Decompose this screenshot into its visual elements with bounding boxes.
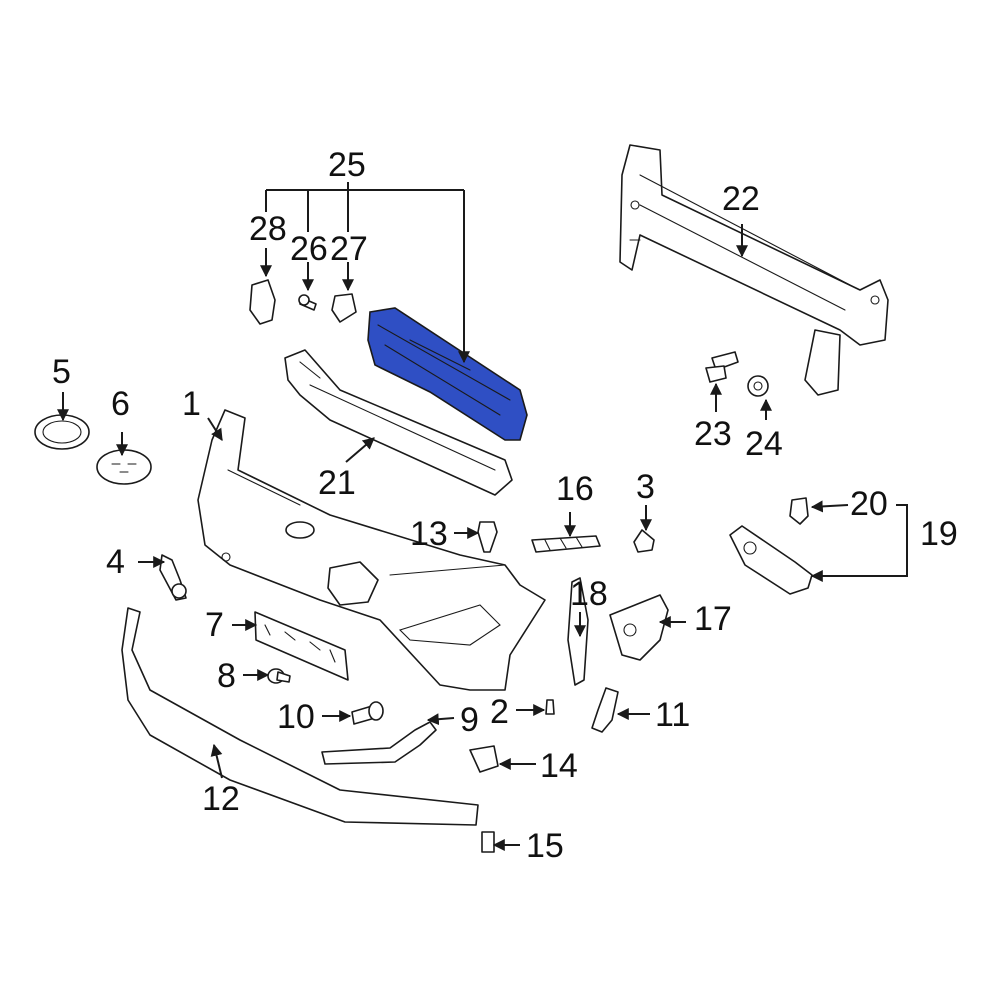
callout-8: 8 [217,657,236,695]
callout-10: 10 [277,698,315,736]
callout-6: 6 [111,385,130,423]
callout-28: 28 [249,210,287,248]
part-15-clip[interactable] [481,831,495,853]
callout-4: 4 [106,543,125,581]
part-24-nut[interactable] [747,375,769,397]
part-11-bracket[interactable] [591,687,619,733]
callout-19: 19 [920,515,958,553]
part-21-absorber[interactable] [284,349,513,496]
callout-2: 2 [490,693,509,731]
part-9-trim-strip[interactable] [321,721,437,765]
callout-11: 11 [655,696,690,734]
part-28-bracket[interactable] [249,279,276,325]
part-12-lower-valance[interactable] [121,607,479,826]
part-5-emblem[interactable] [34,414,90,450]
part-25-energy-absorber[interactable] [367,307,528,441]
part-10-bolt[interactable] [351,701,384,725]
part-27-clip[interactable] [331,293,357,323]
part-8-push-pin[interactable] [267,668,291,684]
callout-9: 9 [460,701,479,739]
callout-17: 17 [694,600,732,638]
callout-1: 1 [182,385,201,423]
callout-24: 24 [745,425,783,463]
callout-16: 16 [556,470,594,508]
part-4-tow-hook-cover[interactable] [159,554,187,601]
part-20-clip[interactable] [789,497,809,525]
part-22-bumper-reinforcement[interactable] [619,144,889,396]
part-14-nut-clip[interactable] [469,745,499,773]
callout-labels: 25 28 26 27 22 5 6 1 21 16 3 20 19 13 4 … [52,146,958,865]
part-19-bracket[interactable] [729,525,813,595]
callout-27: 27 [330,230,368,268]
callout-25: 25 [328,146,366,184]
callout-14: 14 [540,747,578,785]
leader-lines [57,182,908,851]
part-23-bolt[interactable] [705,351,739,383]
callout-3: 3 [636,468,655,506]
part-6-emblem-base[interactable] [96,449,152,485]
callout-7: 7 [205,606,224,644]
callout-15: 15 [526,827,564,865]
callout-5: 5 [52,353,71,391]
part-26-screw[interactable] [298,294,317,311]
callout-26: 26 [290,230,328,268]
part-3-clip[interactable] [633,529,655,553]
part-7-license-bracket[interactable] [254,611,349,681]
part-13-bolt[interactable] [477,521,498,553]
part-17-side-bracket[interactable] [609,594,669,661]
part-2-screw[interactable] [545,699,555,715]
part-16-bracket[interactable] [531,535,601,553]
callout-22: 22 [722,180,760,218]
callout-21: 21 [318,464,356,502]
callout-12: 12 [202,780,240,818]
callout-20: 20 [850,485,888,523]
part-1-bumper-cover[interactable] [197,409,546,691]
callout-18: 18 [570,575,608,613]
callout-13: 13 [410,515,448,553]
callout-23: 23 [694,415,732,453]
